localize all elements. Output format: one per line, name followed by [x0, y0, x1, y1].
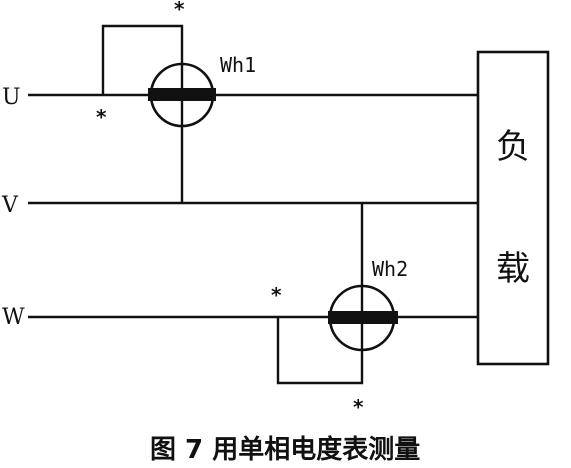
- wh1-voltage-loop: [101, 24, 184, 95]
- phase-u-label: U: [2, 85, 21, 110]
- meter-wh1: [148, 62, 216, 128]
- meter-wh2-label: Wh2: [372, 257, 408, 281]
- load-char-2: 载: [496, 249, 530, 289]
- wh2-current-polarity-mark: *: [271, 283, 282, 307]
- wh2-voltage-polarity-mark: *: [353, 395, 364, 419]
- meter-wh2: [328, 284, 398, 352]
- figure-caption: 图 7 用单相电度表测量: [150, 434, 420, 465]
- meter-wh2-current-coil: [328, 311, 398, 324]
- load-box: [476, 50, 550, 366]
- wh2-voltage-loop: [276, 317, 364, 385]
- wh1-voltage-polarity-mark: *: [174, 0, 185, 21]
- phase-v-label: V: [1, 193, 19, 218]
- phase-w-label: W: [2, 305, 25, 330]
- meter-wh1-current-coil: [148, 88, 216, 101]
- load-char-1: 负: [496, 127, 530, 167]
- meter-wh1-label: Wh1: [220, 53, 256, 77]
- wh1-current-polarity-mark: *: [96, 105, 107, 129]
